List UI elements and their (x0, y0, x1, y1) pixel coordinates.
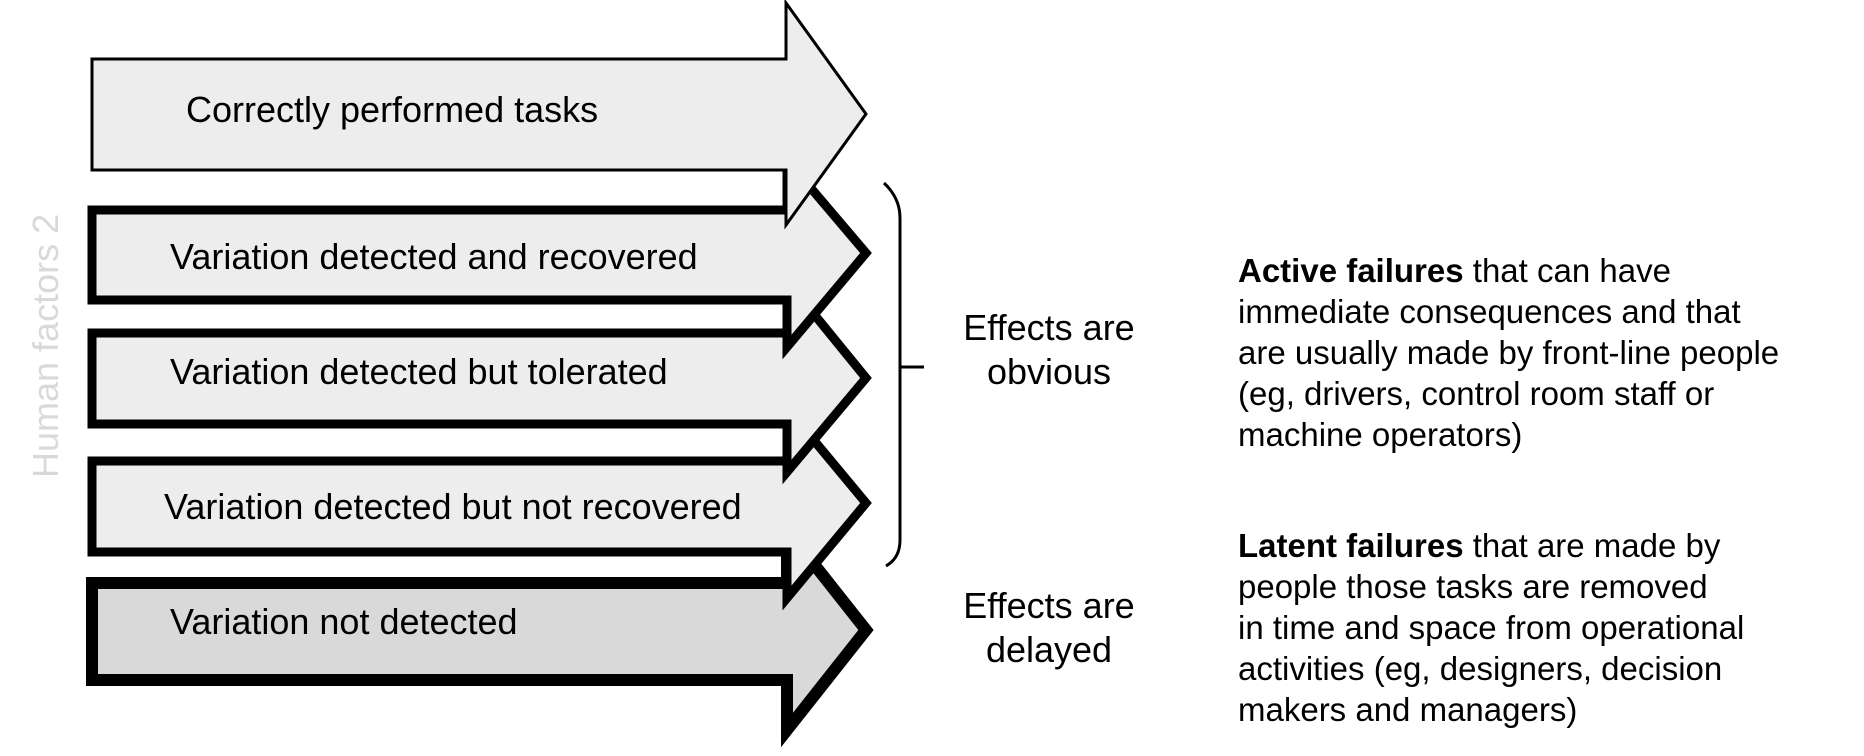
active-failures-text: Active failures that can have immediate … (1238, 250, 1779, 455)
latent-failures-line-1: Latent failures that are made by (1238, 525, 1744, 566)
effects-obvious-line-1: Effects are (963, 307, 1135, 348)
active-failures-line-4: (eg, drivers, control room staff or (1238, 375, 1715, 412)
arrow-variation-detected-tolerated: Variation detected but tolerated (87, 268, 872, 485)
arrow-variation-not-detected: Variation not detected (86, 512, 874, 748)
active-failures-line-2: immediate consequences and that (1238, 293, 1741, 330)
latent-failures-heading: Latent failures (1238, 527, 1464, 564)
effects-delayed: Effects are delayed (929, 584, 1169, 672)
active-failures-line-1: Active failures that can have (1238, 250, 1779, 291)
arrow-label-correctly-performed-tasks: Correctly performed tasks (186, 89, 598, 130)
latent-failures-line-2: people those tasks are removed (1238, 568, 1708, 605)
arrow-label-variation-detected-not-recovered: Variation detected but not recovered (164, 486, 742, 527)
arrow-variation-detected-not-recovered: Variation detected but not recovered (87, 395, 872, 611)
effects-delayed-line-2: delayed (985, 629, 1113, 670)
latent-failures-line-5: makers and managers) (1238, 691, 1578, 728)
latent-failures-line-3: in time and space from operational (1238, 609, 1745, 646)
latent-failures-line-4: activities (eg, designers, decision (1238, 650, 1723, 687)
arrow-label-variation-not-detected: Variation not detected (170, 601, 518, 642)
active-failures-heading: Active failures (1238, 252, 1464, 289)
effects-obvious: Effects are obvious (929, 306, 1169, 394)
effects-delayed-line-1: Effects are (963, 585, 1135, 626)
latent-failures-text: Latent failures that are made by people … (1238, 525, 1744, 730)
active-failures-line-3: are usually made by front-line people (1238, 334, 1780, 371)
bracket (882, 181, 924, 568)
effects-obvious-line-2: obvious (986, 351, 1112, 392)
latent-failures-rest: that are made by (1463, 527, 1721, 564)
arrow-label-variation-detected-tolerated: Variation detected but tolerated (170, 351, 668, 392)
arrow-label-variation-detected-recovered: Variation detected and recovered (170, 236, 698, 277)
active-failures-line-5: machine operators) (1238, 416, 1523, 453)
side-title: Human factors 2 (25, 214, 66, 478)
arrow-correctly-performed-tasks: Correctly performed tasks (90, 0, 868, 230)
arrow-variation-detected-recovered: Variation detected and recovered (87, 147, 872, 360)
active-failures-rest: that can have (1463, 252, 1671, 289)
